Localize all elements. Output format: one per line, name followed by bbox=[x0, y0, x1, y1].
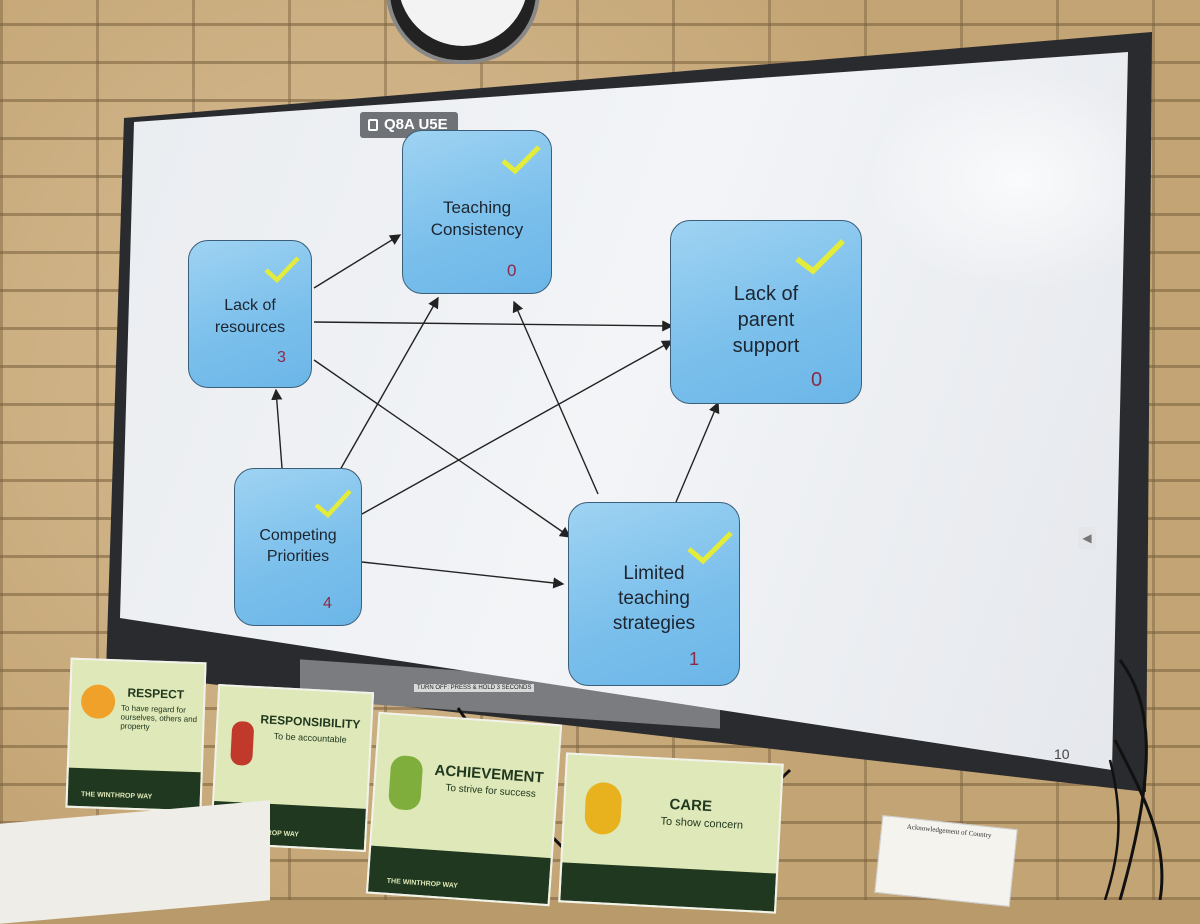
node-count: 1 bbox=[689, 649, 700, 669]
page-number: 10 bbox=[1054, 746, 1070, 762]
check-icon bbox=[687, 531, 733, 565]
arrow-priorities-to-parent bbox=[361, 340, 674, 515]
diagram-arrows bbox=[271, 234, 720, 589]
sun-mascot-icon bbox=[80, 684, 116, 720]
node-label: Teaching Consistency bbox=[430, 198, 524, 239]
check-icon bbox=[501, 145, 541, 175]
node-lack-of-parent-support[interactable]: Lack of parent support 0 bbox=[670, 220, 862, 404]
check-icon bbox=[314, 489, 352, 519]
node-teaching-consistency[interactable]: Teaching Consistency 0 bbox=[402, 130, 552, 294]
poster-title: RESPONSIBILITY bbox=[260, 712, 361, 732]
arrow-strategies-to-parent bbox=[675, 401, 720, 503]
lock-icon bbox=[368, 119, 378, 131]
arrow-resources-to-consistency bbox=[313, 234, 402, 289]
screen-side-arrow[interactable]: ◀ bbox=[1078, 527, 1096, 549]
poster-care: CARE To show concern bbox=[558, 752, 784, 914]
poster-achievement: ACHIEVEMENT To strive for success THE WI… bbox=[365, 711, 563, 907]
node-label: Lack of parent support bbox=[732, 283, 800, 357]
poster-subtitle: To strive for success bbox=[445, 782, 537, 800]
node-count: 0 bbox=[507, 261, 517, 280]
leaf-mascot-icon bbox=[387, 754, 424, 811]
acknowledgement-card: Acknowledgement of Country bbox=[874, 815, 1018, 907]
poster-subtitle: To have regard for ourselves, others and… bbox=[120, 703, 198, 732]
node-competing-priorities[interactable]: Competing Priorities 4 bbox=[234, 468, 362, 626]
node-label: Limited teaching strategies bbox=[612, 563, 696, 634]
ant-mascot-icon bbox=[230, 720, 255, 766]
check-icon bbox=[795, 239, 845, 275]
poster-subtitle: To show concern bbox=[660, 815, 744, 832]
arrow-resources-to-parent bbox=[313, 320, 674, 332]
poster-subtitle: To be accountable bbox=[273, 731, 347, 745]
node-count: 0 bbox=[811, 369, 823, 391]
tv-sticker: TURN OFF: PRESS & HOLD 3 SECONDS bbox=[414, 684, 535, 692]
check-icon bbox=[264, 256, 300, 283]
node-label: Lack of resources bbox=[214, 297, 286, 336]
arrow-strategies-to-consistency bbox=[512, 300, 599, 495]
node-count: 4 bbox=[323, 595, 332, 612]
node-count: 3 bbox=[277, 349, 286, 366]
poster-title: RESPECT bbox=[127, 685, 185, 702]
screen-share-code-text: Q8A U5E bbox=[384, 116, 448, 133]
arrow-priorities-to-strategies bbox=[361, 561, 565, 589]
arrow-resources-to-strategies bbox=[313, 359, 572, 538]
node-lack-of-resources[interactable]: Lack of resources 3 bbox=[188, 240, 312, 388]
arrow-priorities-to-resources bbox=[271, 388, 283, 469]
node-limited-teaching-strategies[interactable]: Limited teaching strategies 1 bbox=[568, 502, 740, 686]
node-label: Competing Priorities bbox=[259, 527, 337, 565]
poster-title: CARE bbox=[669, 795, 713, 816]
arrow-priorities-to-consistency bbox=[339, 296, 439, 471]
poster-respect: RESPECT To have regard for ourselves, ot… bbox=[65, 657, 207, 813]
bee-mascot-icon bbox=[583, 781, 623, 836]
